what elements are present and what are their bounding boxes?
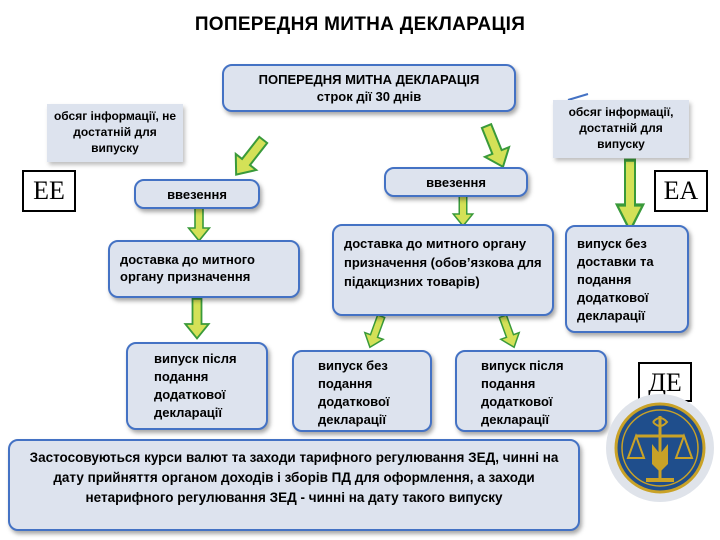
left-import-box: ввезення (134, 179, 260, 209)
middle-release-after-box: випуск після подання додаткової декларац… (455, 350, 607, 432)
left-release-box: випуск після подання додаткової декларац… (126, 342, 268, 430)
left-info-box: обсяг інформації, не достатній для випус… (47, 104, 183, 162)
middle-release-no-decl-box: випуск без подання додаткової декларації (292, 350, 432, 432)
bottom-note: Застосовуються курси валют та заходи тар… (8, 439, 580, 531)
right-release-box: випуск без доставки та подання додатково… (565, 225, 689, 333)
arrow-to-left-import (224, 130, 275, 184)
left-delivery-box: доставка до митного органу призначення (108, 240, 300, 298)
right-info-box: обсяг інформації, достатній для випуску (553, 100, 689, 158)
top-box-title: ПОПЕРЕДНЯ МИТНА ДЕКЛАРАЦІЯ (258, 72, 480, 87)
arrow-to-right-release (615, 158, 645, 233)
arrow-to-left-delivery (187, 204, 211, 242)
top-box-subtitle: строк дії 30 днів (316, 89, 422, 104)
arrow-to-left-release (184, 297, 210, 340)
tag-ee: ЕЕ (22, 170, 76, 212)
middle-delivery-box: доставка до митного органу призначення (… (332, 224, 554, 316)
arrow-to-middle-delivery (452, 192, 474, 227)
page-title: ПОПЕРЕДНЯ МИТНА ДЕКЛАРАЦІЯ (194, 14, 526, 35)
arrow-to-middle-import (473, 120, 517, 173)
arrow-to-middle-release-no-decl (359, 312, 392, 352)
top-box: ПОПЕРЕДНЯ МИТНА ДЕКЛАРАЦІЯ строк дії 30 … (222, 64, 516, 112)
arrow-to-middle-release-after (492, 312, 525, 352)
customs-emblem-logo (606, 394, 714, 502)
middle-import-box: ввезення (384, 167, 528, 197)
tag-ea: ЕА (654, 170, 708, 212)
